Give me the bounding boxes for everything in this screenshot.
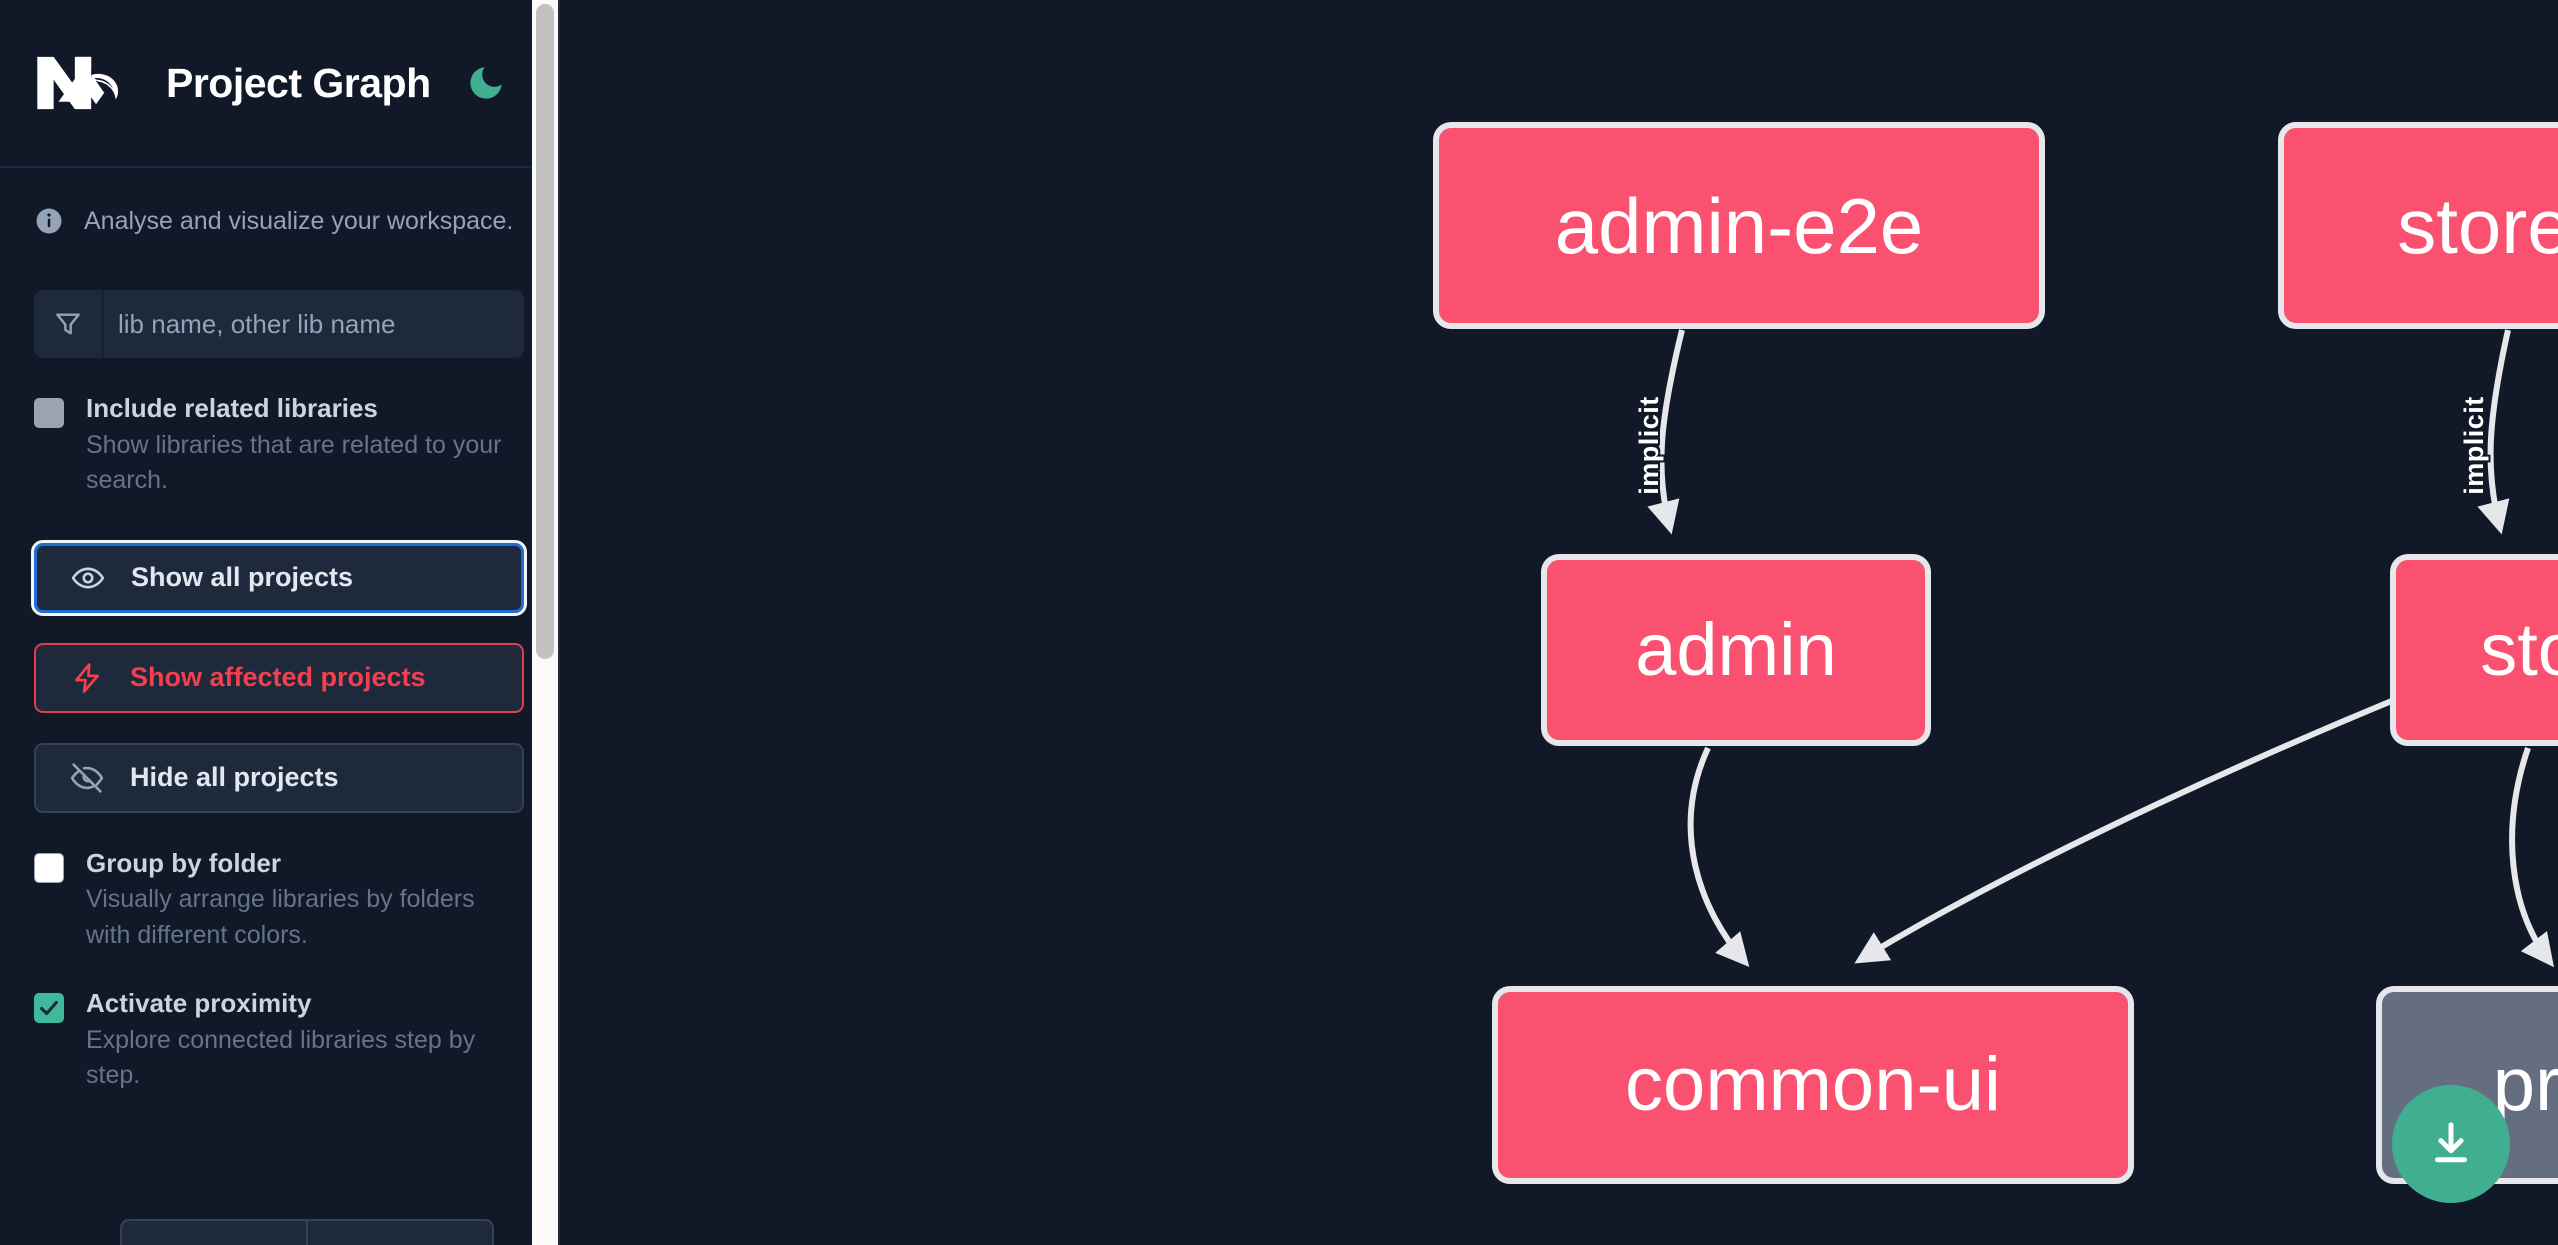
checkbox-description: Show libraries that are related to your … [86, 430, 502, 495]
checkbox-description: Visually arrange libraries by folders wi… [86, 885, 475, 949]
checkbox-include-related-libraries[interactable]: Include related libraries Show libraries… [0, 392, 558, 499]
group-by-folder-checkbox[interactable] [34, 852, 64, 883]
funnel-icon [34, 290, 104, 358]
filter-row [34, 290, 524, 358]
download-button[interactable] [2392, 1085, 2510, 1203]
sidebar-header: Project Graph [0, 0, 558, 168]
sidebar-info-text: Analyse and visualize your workspace. [84, 206, 514, 235]
sidebar: Project Graph Analyse and visualize your… [0, 0, 560, 1245]
search-input[interactable] [104, 290, 524, 358]
checkbox-text: Include related libraries Show libraries… [86, 392, 524, 499]
graph-node-common-ui[interactable]: common-ui [1492, 986, 2134, 1184]
graph-node-admin[interactable]: admin [1541, 554, 1931, 746]
checkbox-text: Group by folder Visually arrange librari… [86, 847, 524, 954]
checkbox-label: Group by folder [86, 847, 281, 878]
graph-edges [1647, 329, 2555, 968]
bottom-button-left[interactable] [122, 1221, 308, 1245]
sidebar-scrollbar[interactable] [532, 0, 558, 1245]
action-buttons: Show all projects Show affected projects [31, 539, 527, 813]
hide-all-projects-label: Hide all projects [130, 762, 339, 792]
lightning-icon [70, 661, 104, 695]
graph-node-admin-e2e[interactable]: admin-e2e [1433, 122, 2045, 329]
eye-off-icon [70, 761, 104, 795]
show-all-projects-button[interactable]: Show all projects [31, 539, 527, 616]
bottom-button-group[interactable] [120, 1219, 494, 1245]
checkbox-activate-proximity[interactable]: Activate proximity Explore connected lib… [0, 987, 558, 1094]
node-label: store [2480, 608, 2558, 691]
node-label: common-ui [1625, 1042, 2001, 1127]
graph-node-store-e2e[interactable]: store-e2e [2278, 122, 2558, 329]
eye-icon [71, 561, 105, 595]
activate-proximity-checkbox[interactable] [34, 993, 64, 1023]
node-label: products [2492, 1042, 2558, 1127]
sidebar-scrollbar-thumb[interactable] [536, 4, 554, 659]
node-label: admin-e2e [1554, 181, 1924, 270]
node-label: admin [1635, 608, 1837, 691]
sidebar-info: Analyse and visualize your workspace. [0, 168, 558, 236]
bottom-button-right[interactable] [308, 1221, 492, 1245]
moon-icon[interactable] [463, 60, 509, 106]
nx-logo-icon [34, 52, 132, 114]
node-label: store-e2e [2397, 181, 2558, 270]
page-title: Project Graph [166, 59, 431, 106]
graph-node-store[interactable]: store [2390, 554, 2558, 746]
hide-all-projects-button[interactable]: Hide all projects [34, 742, 524, 813]
graph-canvas[interactable]: admin-e2e store-e2e admin store common-u… [560, 0, 2558, 1245]
checkbox-label: Include related libraries [86, 393, 378, 423]
info-icon [34, 206, 64, 236]
show-all-projects-label: Show all projects [131, 562, 354, 592]
show-affected-projects-label: Show affected projects [130, 662, 426, 692]
include-related-libraries-checkbox[interactable] [34, 398, 64, 428]
checkbox-group-by-folder[interactable]: Group by folder Visually arrange librari… [0, 847, 558, 954]
show-affected-projects-button[interactable]: Show affected projects [34, 642, 524, 713]
checkbox-label: Activate proximity [86, 988, 312, 1018]
checkbox-description: Explore connected libraries step by step… [86, 1025, 476, 1090]
checkbox-text: Activate proximity Explore connected lib… [86, 987, 524, 1094]
